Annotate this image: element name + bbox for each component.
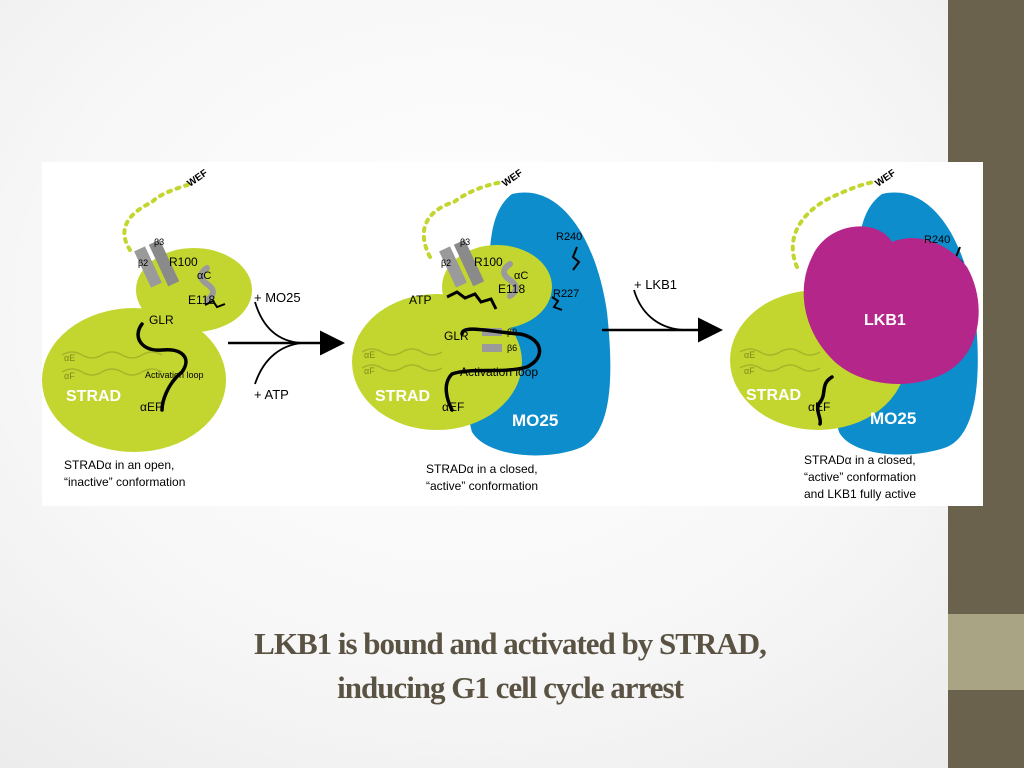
caption-1-line-2: “inactive” conformation <box>64 475 185 489</box>
ae-label: αE <box>64 353 75 363</box>
panel-2-closed-strad-mo25: WEF β3 β2 R100 αC E118 ATP R240 R227 GLR… <box>352 168 611 493</box>
aef-label: αEF <box>808 400 830 414</box>
b2-label: β2 <box>138 258 148 268</box>
diagram-figure: WEF β3 β2 R100 αC E118 GLR αE αF Activat… <box>42 162 983 506</box>
alpha-e-wave <box>61 351 163 359</box>
alpha-c-helix <box>501 261 519 299</box>
e118-label: E118 <box>498 282 525 296</box>
e118-sidechain <box>204 299 226 309</box>
aef-label: αEF <box>442 400 464 414</box>
activation-loop-label: Activation loop <box>460 365 538 379</box>
slide-title-line-1: LKB1 is bound and activated by STRAD, <box>254 626 767 661</box>
r227-label: R227 <box>553 288 579 300</box>
glr-label: GLR <box>444 329 469 343</box>
af-label: αF <box>744 366 755 376</box>
ac-label: αC <box>514 270 528 282</box>
wef-label: WEF <box>185 168 210 190</box>
caption-2-line-1: STRADα in a closed, <box>426 462 538 476</box>
activation-loop-strand <box>136 322 188 412</box>
b9-label: β9 <box>507 327 517 337</box>
ae-label: αE <box>364 350 375 360</box>
strad-label: STRAD <box>746 387 801 404</box>
mo25-label: MO25 <box>512 411 558 430</box>
wef-label: WEF <box>500 168 525 190</box>
strad-c-lobe <box>42 308 226 452</box>
alpha-c-helix <box>198 265 216 303</box>
sidebar-accent-block <box>948 614 1024 690</box>
ae-label: αE <box>744 350 755 360</box>
panel-3-strad-mo25-lkb1: WEF R240 LKB1 αE αF STRAD αEF MO25 STRAD… <box>730 168 979 501</box>
b3-label: β3 <box>154 237 164 247</box>
r240-sidechain <box>571 246 581 271</box>
wef-label: WEF <box>873 168 898 190</box>
af-label: αF <box>364 366 375 376</box>
aef-label: αEF <box>140 400 162 414</box>
slide-title: LKB1 is bound and activated by STRAD, in… <box>130 622 890 710</box>
alpha-e-wave <box>361 348 443 356</box>
caption-3-line-3: and LKB1 fully active <box>804 487 916 501</box>
caption-3-line-2: “active” conformation <box>804 470 916 484</box>
atp-molecule <box>446 290 498 310</box>
r240-label: R240 <box>556 231 582 243</box>
alpha-f-wave <box>61 368 163 376</box>
plus-mo25-label: + MO25 <box>254 290 301 305</box>
mo25-label: MO25 <box>870 409 916 428</box>
strad-mo25-lkb1-diagram: WEF β3 β2 R100 αC E118 GLR αE αF Activat… <box>42 168 979 501</box>
beta-strand-b2 <box>439 246 467 288</box>
activation-loop-strand <box>444 327 542 412</box>
caption-2-line-2: “active” conformation <box>426 479 538 493</box>
caption-1-line-1: STRADα in an open, <box>64 458 174 472</box>
r227-sidechain <box>551 296 563 311</box>
r240-label: R240 <box>924 234 950 246</box>
strad-label: STRAD <box>375 388 430 405</box>
plus-atp-label: + ATP <box>254 387 289 402</box>
beta-strand-b2 <box>134 246 162 288</box>
panel-1-open-strad: WEF β3 β2 R100 αC E118 GLR αE αF Activat… <box>42 168 252 489</box>
beta-strand-b3 <box>148 239 180 287</box>
b3-label: β3 <box>460 237 470 247</box>
r100-label: R100 <box>474 255 503 269</box>
e118-label: E118 <box>188 293 215 307</box>
arrow-1: + MO25 + ATP <box>228 290 345 402</box>
alpha-f-wave <box>739 364 821 372</box>
wef-dotted-tail <box>421 180 506 259</box>
plus-lkb1-label: + LKB1 <box>634 277 677 292</box>
caption-3-line-1: STRADα in a closed, <box>804 453 916 467</box>
ac-label: αC <box>197 270 211 282</box>
lkb1-label: LKB1 <box>864 312 906 329</box>
arrow-2: + LKB1 <box>602 277 723 343</box>
strad-label: STRAD <box>66 388 121 405</box>
atp-label: ATP <box>409 293 431 307</box>
wef-dotted-tail <box>122 182 192 252</box>
b6-label: β6 <box>507 343 517 353</box>
slide-title-line-2: inducing G1 cell cycle arrest <box>337 670 684 705</box>
r100-label: R100 <box>169 255 198 269</box>
alpha-e-wave <box>739 348 821 356</box>
lkb1-body <box>803 226 979 384</box>
activation-loop-strand <box>816 375 834 426</box>
wef-dotted-tail <box>790 180 876 269</box>
alpha-f-wave <box>361 364 443 372</box>
beta-strand-b6 <box>482 344 502 352</box>
strad-c-lobe <box>352 294 522 430</box>
glr-label: GLR <box>149 313 174 327</box>
activation-loop-label: Activation loop <box>145 370 204 380</box>
beta-strand-b3 <box>453 239 485 287</box>
af-label: αF <box>64 371 75 381</box>
b2-label: β2 <box>441 258 451 268</box>
